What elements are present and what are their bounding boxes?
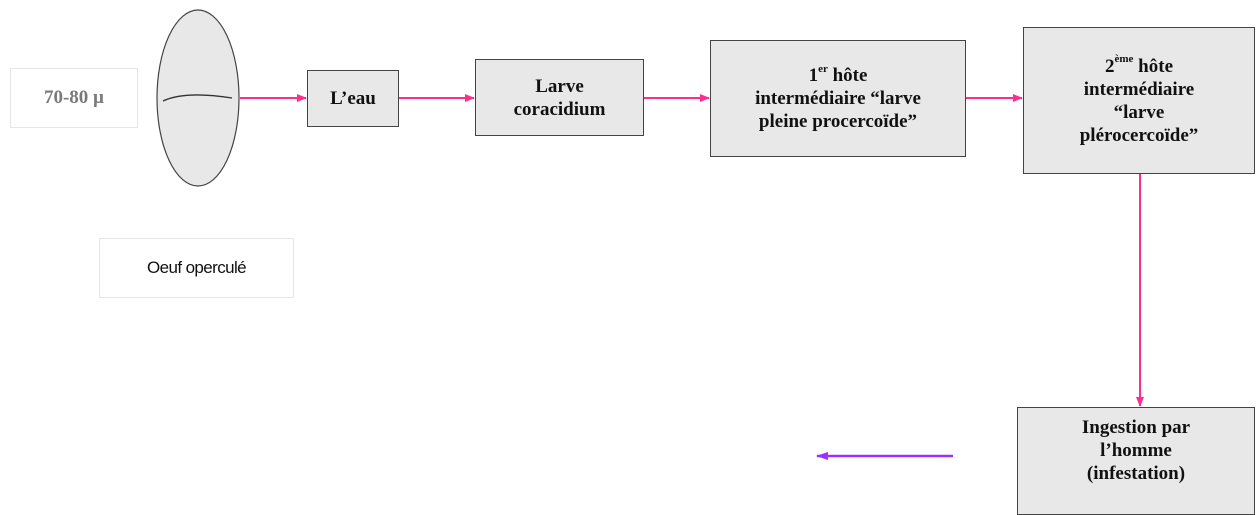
egg-size-label: 70-80 µ xyxy=(43,87,105,108)
stage-first-host-line2: intermédiaire “larve xyxy=(755,88,921,109)
stage-ingestion-line3: (infestation) xyxy=(1086,463,1186,484)
egg-caption-box: Oeuf operculé xyxy=(99,238,294,298)
stage-coracidium-line2: coracidium xyxy=(513,98,606,120)
stage-first-host-line1: 1er hôte xyxy=(808,62,868,86)
stage-first-host-line3: pleine procercoïde” xyxy=(758,111,918,132)
stage-ingestion-line2: l’homme xyxy=(1100,440,1172,461)
egg-size-label-box: 70-80 µ xyxy=(10,68,138,128)
stage-coracidium-line1: Larve xyxy=(535,75,584,97)
egg-icon xyxy=(156,9,240,187)
stage-water-label: L’eau xyxy=(330,88,376,109)
stage-second-host-line1: 2ème hôte xyxy=(1104,53,1173,77)
stage-coracidium-box: Larve coracidium xyxy=(475,59,644,136)
stage-ingestion-line1: Ingestion par xyxy=(1081,417,1191,438)
stage-water-box: L’eau xyxy=(307,70,399,127)
stage-first-host-box: 1er hôte intermédiaire “larve pleine pro… xyxy=(710,40,966,157)
stage-second-host-line3: “larve xyxy=(1113,101,1165,123)
stage-second-host-box: 2ème hôte intermédiaire “larve plérocerc… xyxy=(1023,27,1255,174)
egg-caption: Oeuf operculé xyxy=(147,258,247,277)
stage-ingestion-box: Ingestion par l’homme (infestation) xyxy=(1017,407,1255,515)
stage-second-host-line2: intermédiaire xyxy=(1083,78,1195,100)
flow-diagram xyxy=(156,9,1144,460)
stage-second-host-line4: plérocercoïde” xyxy=(1079,124,1199,146)
